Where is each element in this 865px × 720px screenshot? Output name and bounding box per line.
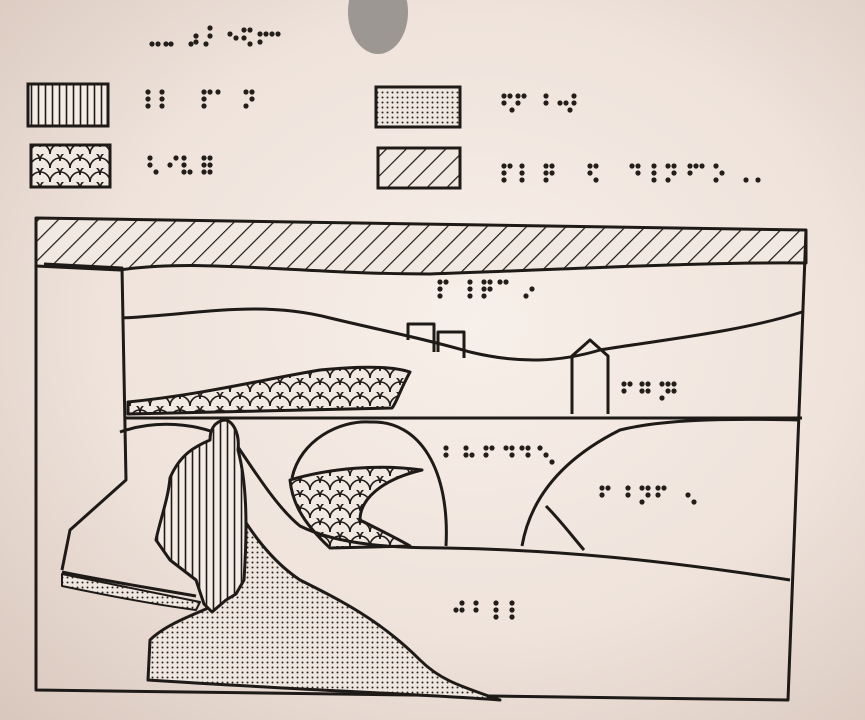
legend-swatch-scales: [29, 143, 112, 189]
field-right: [520, 417, 801, 547]
braille-legend-4: [501, 163, 761, 183]
braille-label-path: [453, 600, 515, 620]
legend-swatch-vertical-lines: [26, 82, 110, 128]
braille-legend-1: [145, 89, 255, 109]
house-right: [436, 330, 466, 358]
braille-label-bridge: [443, 445, 555, 465]
trees: [126, 365, 412, 416]
river-under-bridge: [288, 465, 424, 550]
shadow-blob: [348, 0, 408, 54]
scene: [34, 216, 808, 702]
tower: [570, 338, 610, 414]
distant-hills: [121, 307, 803, 362]
legend: [26, 82, 462, 190]
legend-swatch-diagonal-lines: [376, 146, 462, 190]
braille-label-field: [599, 485, 697, 505]
braille-legend-3: [147, 155, 213, 175]
wall: [43, 262, 128, 571]
braille-label-sky: [437, 279, 535, 299]
braille-marks: [145, 25, 761, 620]
river-left: [61, 570, 197, 598]
bridge: [290, 420, 448, 547]
scene-frame: [34, 218, 808, 702]
path-right: [544, 504, 586, 551]
braille-legend-2: [501, 93, 577, 113]
braille-label-tower: [621, 381, 677, 401]
statue: [154, 418, 248, 614]
sky-band: [34, 216, 808, 276]
house-left: [406, 322, 436, 352]
braille-title: [149, 25, 281, 47]
river-dots: [61, 573, 201, 611]
legend-swatch-dots: [374, 85, 462, 129]
